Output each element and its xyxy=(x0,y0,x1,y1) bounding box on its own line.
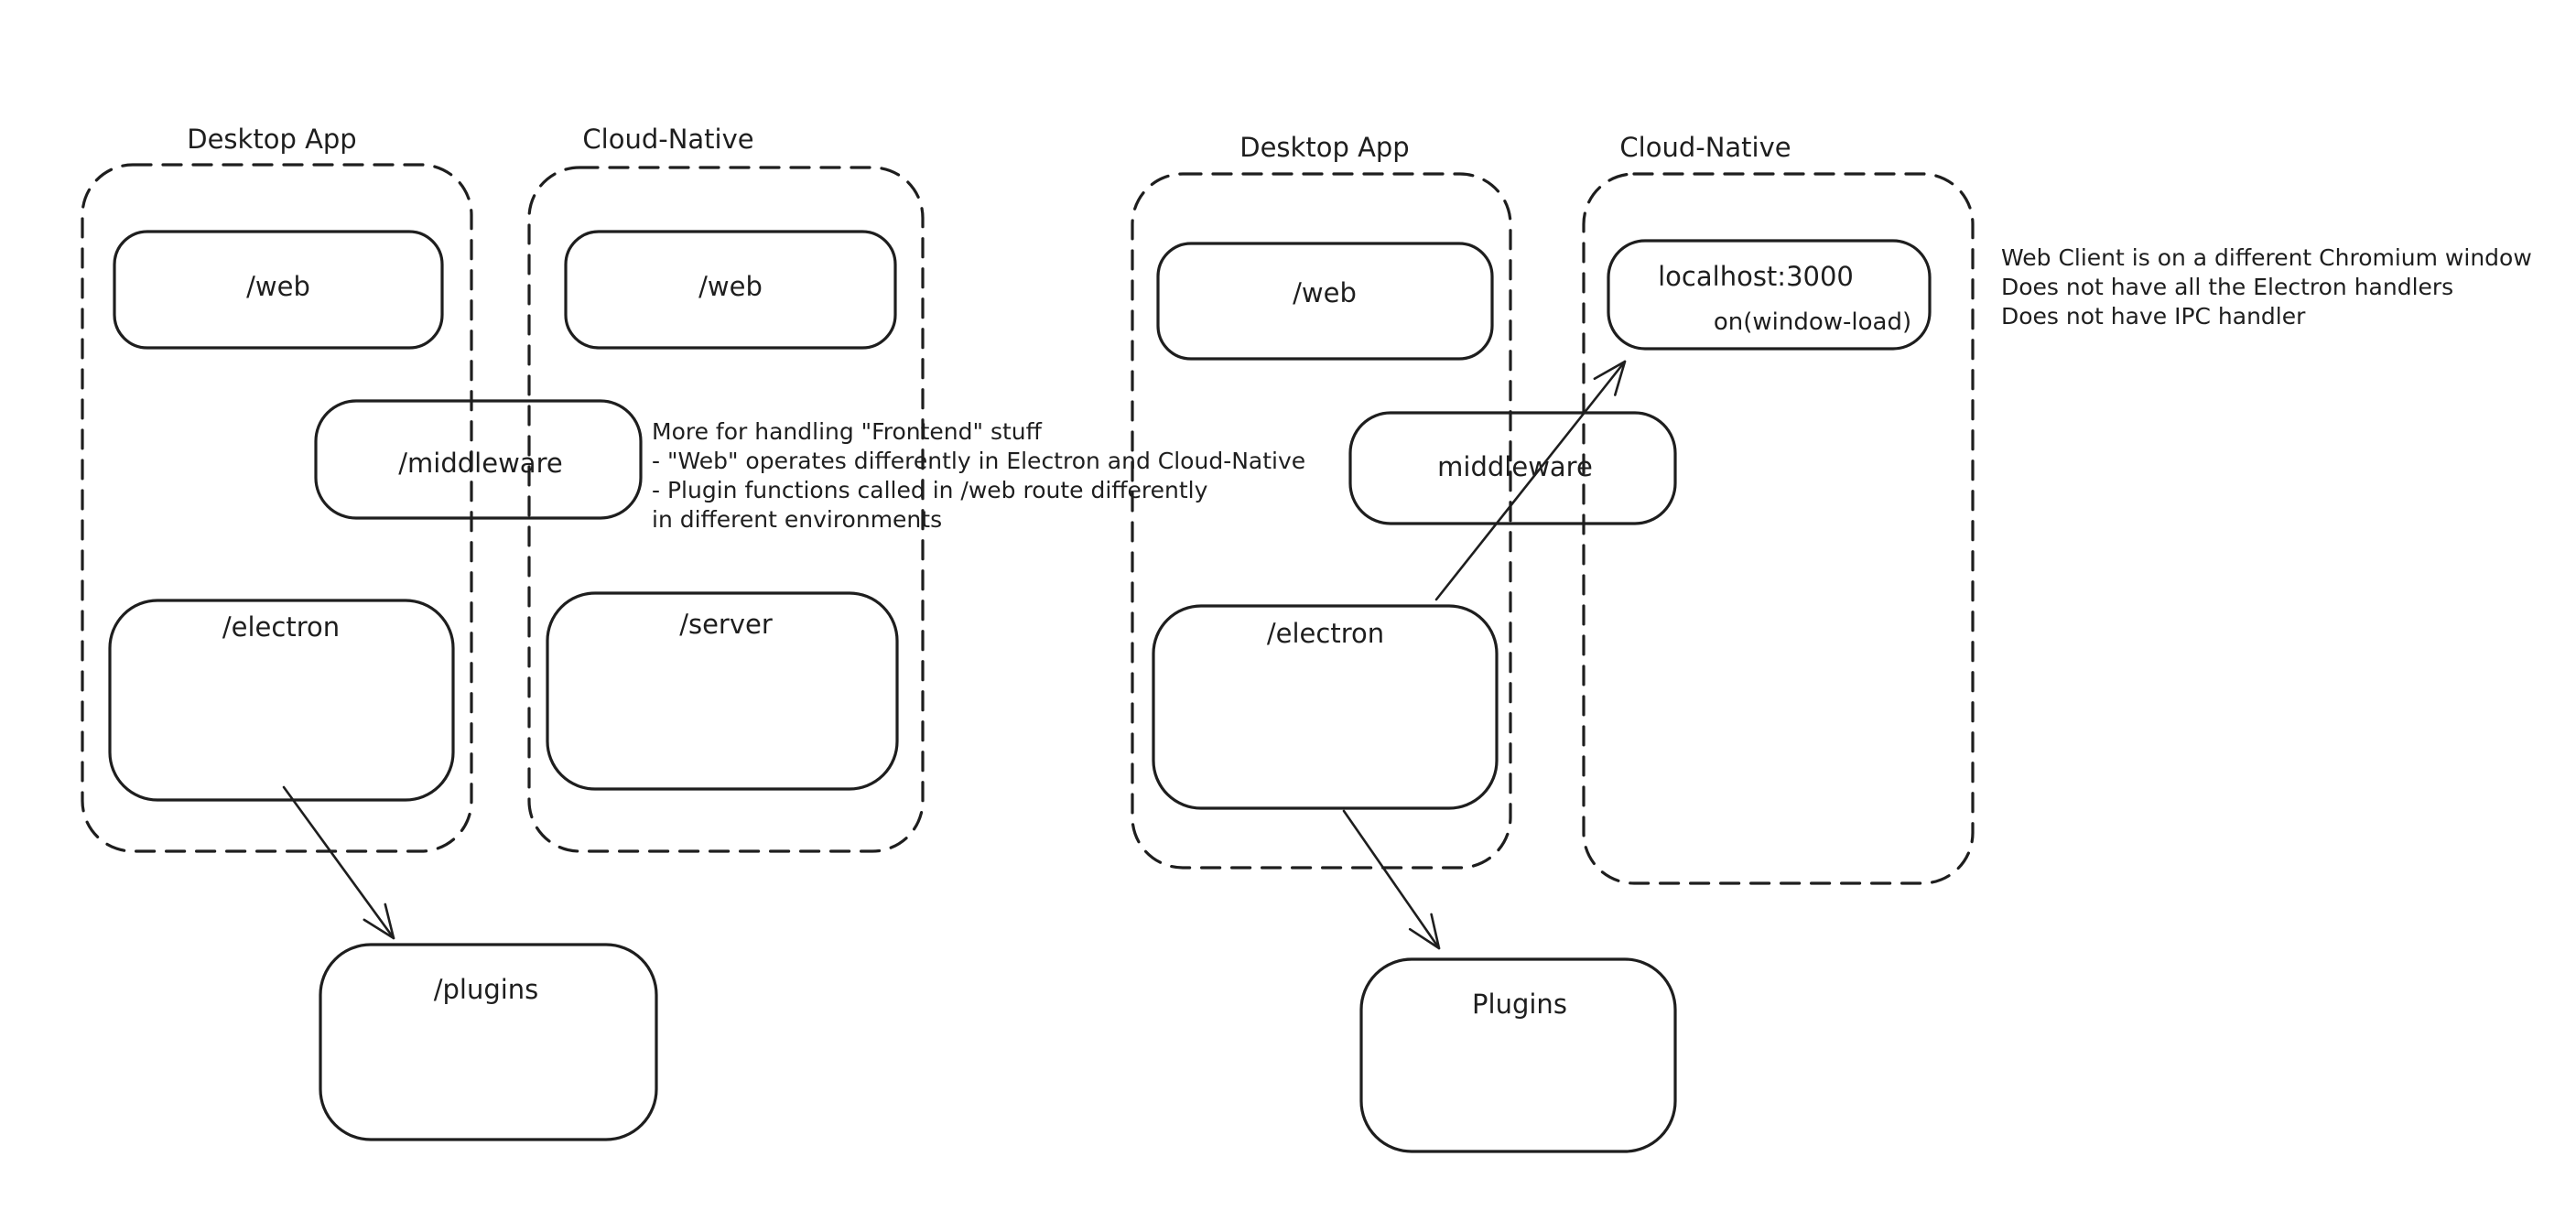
note-frontend-handling: More for handling "Frontend" stuff - "We… xyxy=(652,418,1305,533)
left-plugins-box xyxy=(319,943,658,1141)
arrow-left-electron-to-plugins xyxy=(282,785,395,940)
right-plugins-box-label: Plugins xyxy=(1472,989,1567,1020)
left-desktop-app-label: Desktop App xyxy=(187,124,356,155)
right-middleware-box-label: middleware xyxy=(1437,451,1593,482)
right-diagram: Desktop App Cloud-Native /web localhost:… xyxy=(1131,132,2532,1153)
left-web-desktop-box-label: /web xyxy=(246,271,310,302)
left-cloud-native-label: Cloud-Native xyxy=(582,124,753,155)
left-cloud-native-container xyxy=(527,166,925,853)
right-web-box-label: /web xyxy=(1293,277,1357,308)
right-window-load-label: on(window-load) xyxy=(1714,308,1911,336)
note-line: Does not have IPC handler xyxy=(2001,303,2306,330)
right-desktop-app-label: Desktop App xyxy=(1239,132,1409,163)
note-web-client: Web Client is on a different Chromium wi… xyxy=(2001,244,2532,330)
left-middleware-box xyxy=(314,399,643,520)
left-electron-box-label: /electron xyxy=(222,611,340,643)
left-electron-box xyxy=(108,599,455,802)
right-electron-box-label: /electron xyxy=(1267,618,1384,649)
left-web-cloud-box xyxy=(564,230,897,350)
note-line: - "Web" operates differently in Electron… xyxy=(652,448,1305,474)
left-server-box-label: /server xyxy=(679,609,773,640)
left-diagram: Desktop App Cloud-Native /web /web /midd… xyxy=(81,124,1305,1141)
note-line: Web Client is on a different Chromium wi… xyxy=(2001,244,2532,271)
note-line: Does not have all the Electron handlers xyxy=(2001,274,2453,300)
right-web-box xyxy=(1156,242,1494,361)
note-line: - Plugin functions called in /web route … xyxy=(652,477,1208,503)
left-desktop-app-container xyxy=(81,163,473,853)
right-plugins-box xyxy=(1359,957,1677,1153)
arrow-right-electron-to-localhost xyxy=(1434,360,1627,601)
left-middleware-box-label: /middleware xyxy=(398,448,562,479)
right-electron-box xyxy=(1152,604,1499,810)
left-plugins-box-label: /plugins xyxy=(434,974,539,1005)
right-desktop-app-container xyxy=(1131,172,1512,870)
right-localhost-box-label: localhost:3000 xyxy=(1658,261,1854,292)
left-server-box xyxy=(546,591,899,791)
left-web-cloud-box-label: /web xyxy=(698,271,763,302)
right-middleware-box xyxy=(1348,411,1677,525)
left-web-desktop-box xyxy=(113,230,444,350)
arrow-right-electron-to-plugins xyxy=(1342,809,1441,950)
right-localhost-box xyxy=(1607,239,1932,351)
right-cloud-native-container xyxy=(1582,172,1975,885)
note-line: More for handling "Frontend" stuff xyxy=(652,418,1043,445)
note-line: in different environments xyxy=(652,506,942,533)
right-cloud-native-label: Cloud-Native xyxy=(1619,132,1791,163)
